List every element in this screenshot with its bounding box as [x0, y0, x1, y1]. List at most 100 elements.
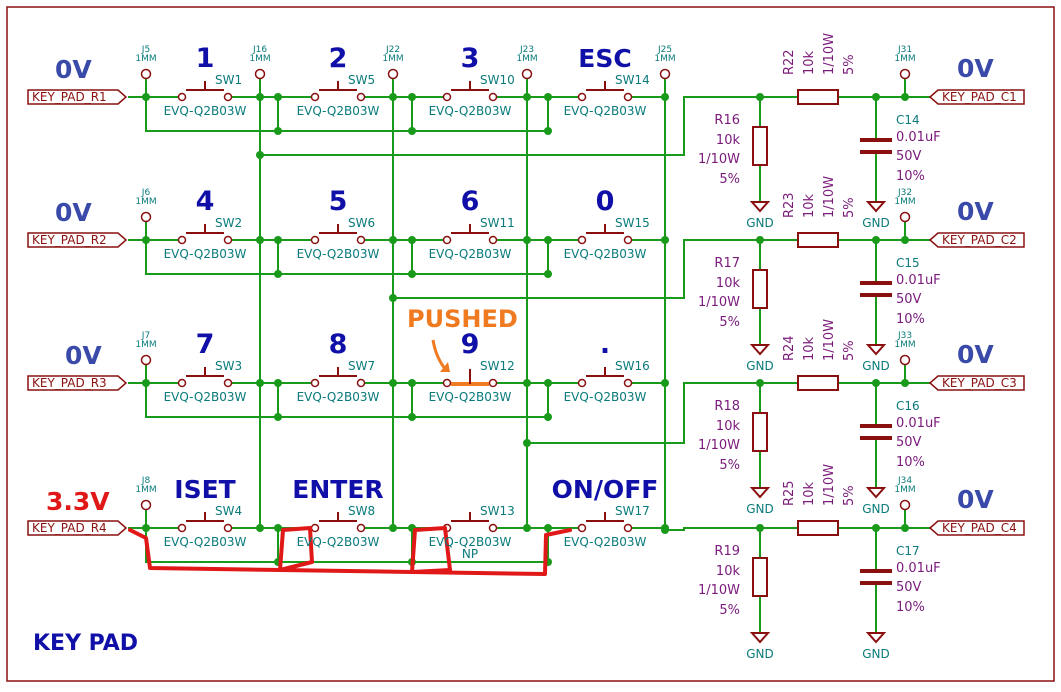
switch-part: EVQ-Q2B03W	[297, 247, 380, 261]
gnd-icon	[749, 487, 771, 499]
key-label: 9	[461, 329, 480, 360]
gnd-icon	[865, 632, 887, 644]
switch-part: EVQ-Q2B03W	[297, 104, 380, 118]
junction-dot	[544, 524, 552, 532]
junction-dot	[256, 379, 264, 387]
switch-ref: SW16	[615, 359, 650, 373]
switch-part: EVQ-Q2B03W	[429, 390, 512, 404]
testpoint-value: 1MM	[894, 340, 915, 350]
capacitor-tol: 10%	[896, 600, 925, 615]
switch-part: EVQ-Q2B03W	[297, 390, 380, 404]
testpoint-value: 1MM	[135, 485, 156, 495]
testpoint-value: 1MM	[249, 54, 270, 64]
junction-dot	[274, 93, 282, 101]
key-label: ESC	[578, 44, 631, 73]
gnd-label: GND	[862, 359, 890, 373]
testpoint-circle	[899, 499, 911, 511]
resistor-tol: 5%	[719, 172, 740, 187]
junction-dot	[661, 379, 669, 387]
switch-pin	[356, 378, 366, 388]
col-port-shape	[928, 89, 1025, 105]
switch-ref: SW6	[348, 216, 375, 230]
capacitor-tol: 10%	[896, 455, 925, 470]
switch-ref: SW5	[348, 73, 375, 87]
switch-pin	[223, 235, 233, 245]
gnd-label: GND	[862, 647, 890, 661]
junction-dot	[274, 413, 282, 421]
series-power: 1/10W	[822, 319, 837, 361]
switch-pin	[177, 235, 187, 245]
switch-pin	[356, 235, 366, 245]
resistor-power: 1/10W	[698, 583, 740, 598]
resistor-power: 1/10W	[698, 438, 740, 453]
testpoint-circle	[899, 211, 911, 223]
row-voltage: 0V	[65, 341, 102, 370]
switch-pin	[310, 523, 320, 533]
testpoint-value: 1MM	[516, 54, 537, 64]
switch-pin	[577, 378, 587, 388]
series-power: 1/10W	[822, 464, 837, 506]
pushed-arrow-icon	[431, 339, 448, 371]
junction-dot	[544, 270, 552, 278]
resistor-ref: R16	[714, 113, 740, 128]
junction-dot	[408, 413, 416, 421]
col-voltage: 0V	[957, 54, 994, 83]
series-ref: R25	[782, 480, 797, 506]
row-voltage: 3.3V	[46, 487, 110, 516]
switch-ref: SW12	[480, 359, 515, 373]
labels: SW1EVQ-Q2B03W1SW5EVQ-Q2B03W2SW10EVQ-Q2B0…	[32, 33, 1017, 661]
resistor-ref: R17	[714, 256, 740, 271]
junction-dot	[408, 127, 416, 135]
key-label: 3	[461, 43, 480, 74]
switch-ref: SW4	[215, 504, 242, 518]
switch-pin	[623, 523, 633, 533]
testpoint-value: 1MM	[894, 54, 915, 64]
switch-pin	[223, 523, 233, 533]
key-label: 6	[461, 186, 480, 217]
switch-part: EVQ-Q2B03W	[164, 535, 247, 549]
pushed-arrow-head-icon	[440, 362, 450, 372]
gnd-label: GND	[746, 647, 774, 661]
key-label: ENTER	[292, 475, 383, 504]
testpoint-ref: J23	[519, 45, 534, 55]
gnd-icon	[865, 487, 887, 499]
wires	[128, 79, 930, 633]
switch-pin	[442, 92, 452, 102]
current-path-highlight	[128, 526, 572, 576]
switch-ref: SW11	[480, 216, 515, 230]
junction-dot	[389, 379, 397, 387]
switch-ref: SW2	[215, 216, 242, 230]
switch-part: EVQ-Q2B03W	[429, 535, 512, 549]
series-power: 1/10W	[822, 176, 837, 218]
testpoint-value: 1MM	[135, 54, 156, 64]
switch-ref: SW13	[480, 504, 515, 518]
switch-pin	[488, 378, 498, 388]
switch-part: EVQ-Q2B03W	[164, 390, 247, 404]
pulldown-resistor	[752, 269, 768, 309]
col-port-shape	[928, 232, 1025, 248]
testpoint-value: 1MM	[135, 340, 156, 350]
gnd-icon	[749, 201, 771, 213]
switch-pin	[488, 235, 498, 245]
switch-pin	[310, 235, 320, 245]
capacitor-plate	[860, 293, 892, 297]
switch-pin	[177, 378, 187, 388]
key-label: 1	[196, 43, 215, 74]
switch-ref: SW3	[215, 359, 242, 373]
series-tol: 5%	[842, 485, 857, 506]
capacitor-plate	[860, 569, 892, 573]
col-voltage: 0V	[957, 340, 994, 369]
capacitor-ref: C16	[896, 399, 920, 413]
switch-part: EVQ-Q2B03W	[429, 247, 512, 261]
gnd-icon	[749, 632, 771, 644]
junction-dot	[274, 524, 282, 532]
capacitor-plate	[860, 150, 892, 154]
switch-pin	[488, 523, 498, 533]
row-port-shape	[27, 375, 128, 391]
testpoint-value: 1MM	[654, 54, 675, 64]
junction-dot	[389, 236, 397, 244]
resistor-tol: 5%	[719, 458, 740, 473]
row-port-label: KEY_PAD_R1	[32, 90, 107, 104]
testpoint-circle	[387, 68, 399, 80]
